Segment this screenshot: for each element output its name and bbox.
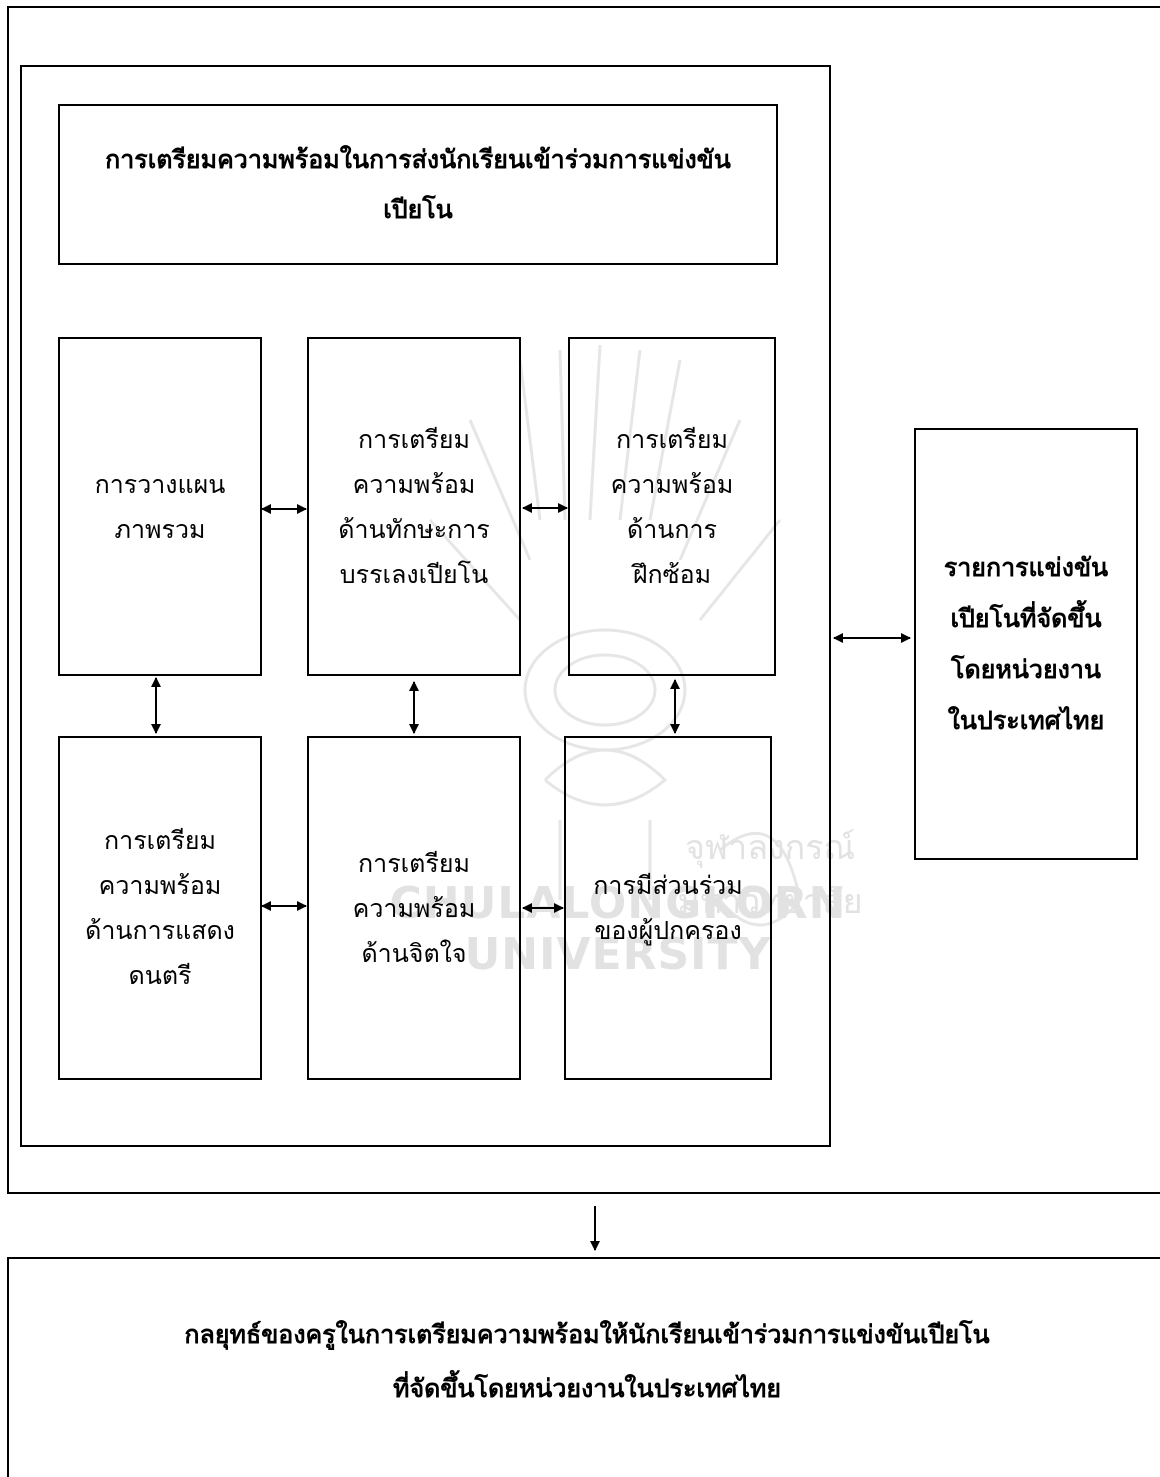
overall-planning-box: การวางแผน ภาพรวม bbox=[58, 337, 262, 676]
performance-prep-box: การเตรียม ความพร้อม ด้านการแสดง ดนตรี bbox=[58, 736, 262, 1080]
parent-participation-box: การมีส่วนร่วม ของผู้ปกครอง bbox=[564, 736, 772, 1080]
mental-prep-text: การเตรียม ความพร้อม ด้านจิตใจ bbox=[352, 848, 476, 968]
competitions-text: รายการแข่งขัน เปียโนที่จัดขึ้น โดยหน่วยง… bbox=[943, 553, 1109, 735]
skill-prep-box: การเตรียม ความพร้อม ด้านทักษะการ บรรเลงเ… bbox=[307, 337, 521, 676]
parent-participation-text: การมีส่วนร่วม ของผู้ปกครอง bbox=[593, 871, 743, 945]
header-text: การเตรียมความพร้อมในการส่งนักเรียนเข้าร่… bbox=[105, 144, 731, 224]
watermark-english-text: CHULALONGKORN UNIVERSITY bbox=[389, 878, 847, 980]
competitions-box: รายการแข่งขัน เปียโนที่จัดขึ้น โดยหน่วยง… bbox=[914, 428, 1138, 860]
performance-prep-text: การเตรียม ความพร้อม ด้านการแสดง ดนตรี bbox=[85, 826, 235, 990]
practice-prep-box: การเตรียม ความพร้อม ด้านการ ฝึกซ้อม bbox=[568, 337, 776, 676]
header-box: การเตรียมความพร้อมในการส่งนักเรียนเข้าร่… bbox=[58, 104, 778, 265]
result-box: กลยุทธ์ของครูในการเตรียมความพร้อมให้นักเ… bbox=[7, 1257, 1160, 1467]
result-frame bbox=[7, 1257, 1160, 1477]
result-text: กลยุทธ์ของครูในการเตรียมความพร้อมให้นักเ… bbox=[184, 1320, 990, 1403]
practice-prep-text: การเตรียม ความพร้อม ด้านการ ฝึกซ้อม bbox=[610, 424, 734, 589]
outer-frame bbox=[7, 6, 1160, 1194]
inner-frame bbox=[20, 65, 831, 1147]
mental-prep-box: การเตรียม ความพร้อม ด้านจิตใจ bbox=[307, 736, 521, 1080]
skill-prep-text: การเตรียม ความพร้อม ด้านทักษะการ บรรเลงเ… bbox=[338, 424, 490, 589]
overall-planning-text: การวางแผน ภาพรวม bbox=[94, 469, 226, 544]
